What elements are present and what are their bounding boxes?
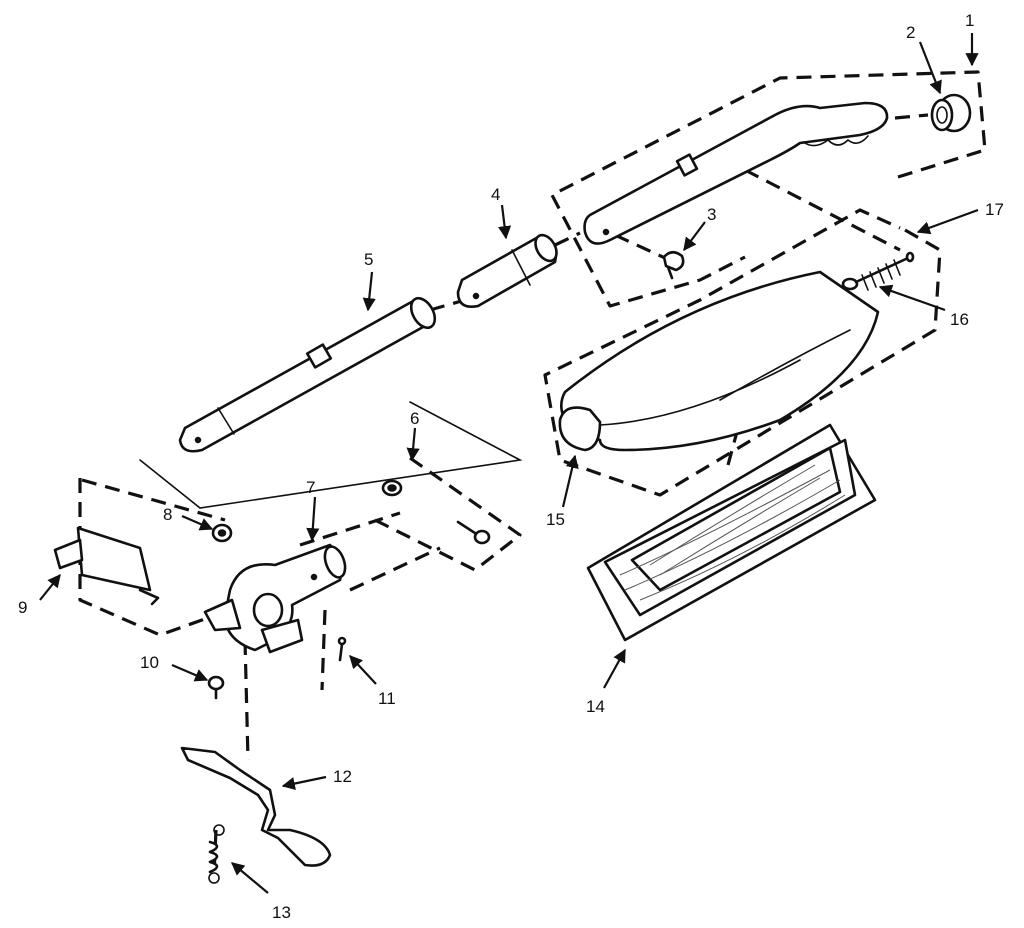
leader-4 <box>498 204 512 240</box>
callout-8: 8 <box>163 505 172 524</box>
cord-hook <box>53 526 160 606</box>
callout-13: 13 <box>272 903 291 922</box>
dash-connector-grip-bushing <box>894 113 929 120</box>
spring-13 <box>208 824 225 884</box>
leader-17 <box>916 208 979 235</box>
dash-connector-9-8 <box>81 478 226 522</box>
bracket-hardware-6 <box>381 479 491 545</box>
leader-3 <box>683 221 706 252</box>
dash-connector-screw3 <box>614 233 666 260</box>
callout-14: 14 <box>586 697 605 716</box>
leader-13 <box>230 862 269 894</box>
filter-bag <box>586 423 877 642</box>
nut-8 <box>211 523 233 543</box>
callout-7: 7 <box>306 478 315 497</box>
screw-10 <box>207 675 225 700</box>
upper-handle <box>583 101 889 245</box>
dash-connector-bracket <box>299 511 401 547</box>
callout-5: 5 <box>364 250 373 269</box>
middle-tube <box>456 233 558 308</box>
group-outline-bracket <box>374 456 522 572</box>
grip-bushing <box>930 93 972 133</box>
leader-12 <box>281 775 327 791</box>
dash-connector-middle-upper <box>554 231 581 247</box>
callout-6: 6 <box>410 409 419 428</box>
callout-15: 15 <box>546 510 565 529</box>
callout-17: 17 <box>985 200 1004 219</box>
callout-10: 10 <box>140 653 159 672</box>
bag-clip-lever <box>180 746 332 867</box>
dash-connector-bracket-lower <box>349 546 441 592</box>
leader-14 <box>603 648 626 689</box>
leader-16 <box>878 284 946 312</box>
leader-7 <box>306 496 320 542</box>
leader-2 <box>918 41 942 95</box>
leader-11 <box>349 655 377 685</box>
callout-2: 2 <box>906 23 915 42</box>
support-outline-lower-tube <box>139 401 523 509</box>
dash-connector-11 <box>320 609 327 691</box>
leader-5 <box>362 271 376 312</box>
callout-1: 1 <box>965 11 974 30</box>
bag-spring-rod <box>841 251 915 291</box>
pin-11 <box>337 636 347 662</box>
dash-connector-socket-spring <box>243 639 250 761</box>
leader-15 <box>561 454 579 508</box>
callout-11: 11 <box>378 689 396 708</box>
outer-bag <box>558 270 880 452</box>
leader-10 <box>171 663 209 682</box>
screw-3 <box>662 250 685 280</box>
leader-9 <box>39 573 61 601</box>
callout-9: 9 <box>18 598 27 617</box>
callout-16: 16 <box>950 310 969 329</box>
handle-socket <box>203 543 347 654</box>
leader-6 <box>406 427 420 462</box>
group-outline-upper-handle <box>550 70 987 308</box>
callout-4: 4 <box>491 185 500 204</box>
leader-8 <box>181 514 214 531</box>
lower-tube <box>178 296 437 453</box>
callout-3: 3 <box>707 205 716 224</box>
callout-12: 12 <box>333 767 352 786</box>
dash-connector-handle-rod <box>744 168 901 252</box>
